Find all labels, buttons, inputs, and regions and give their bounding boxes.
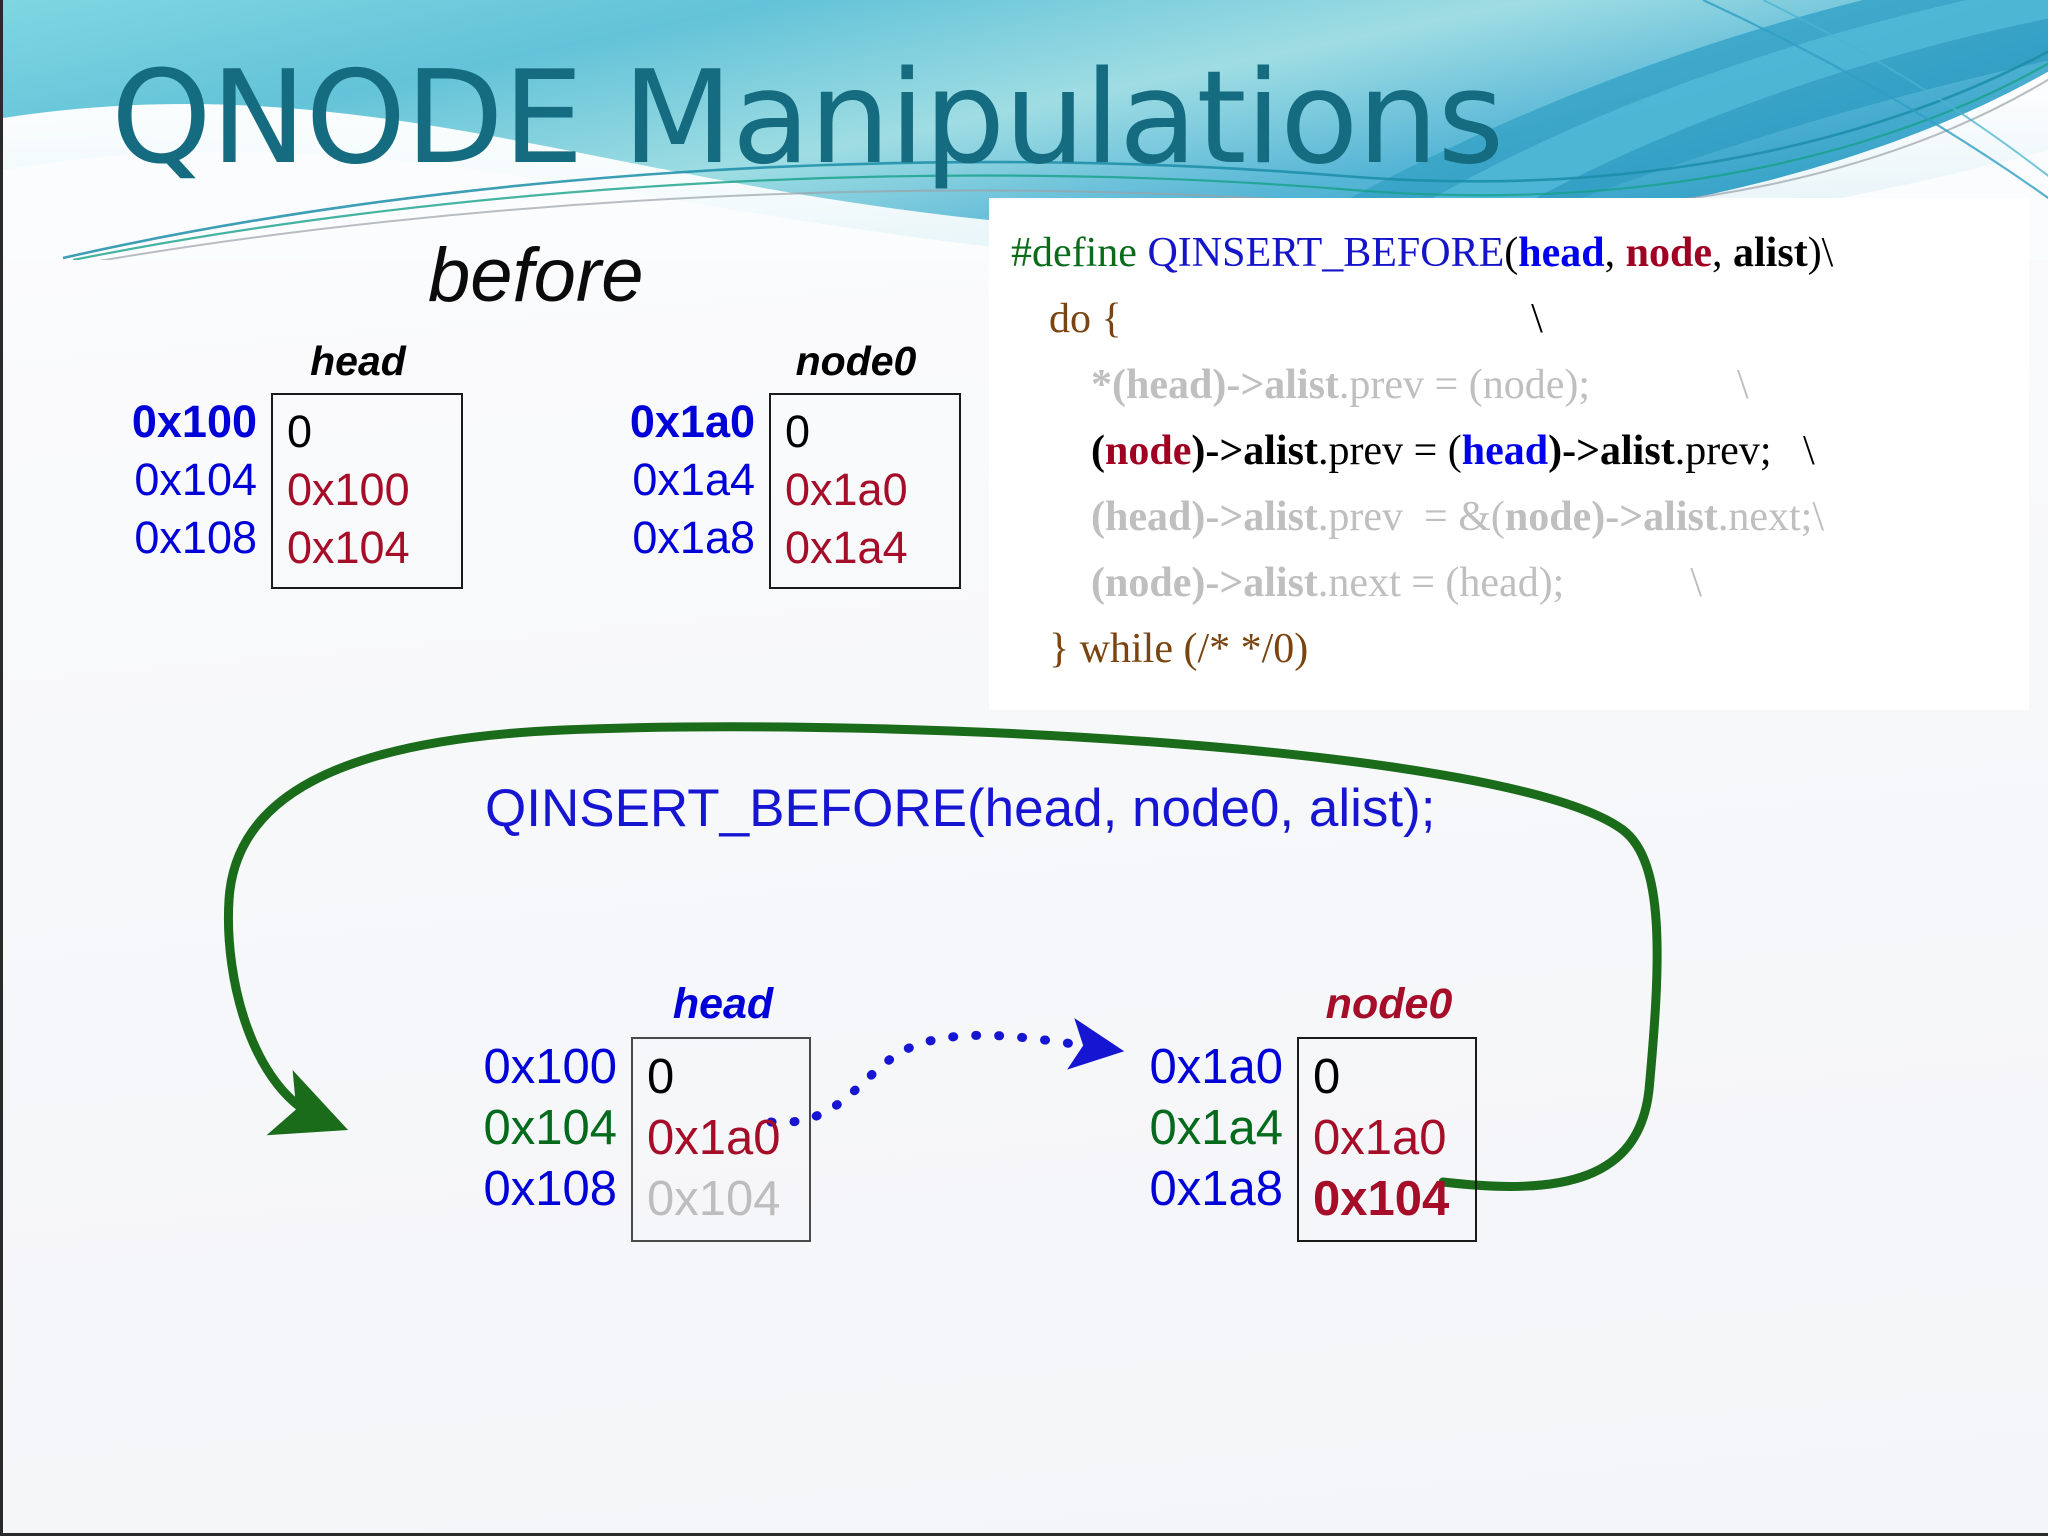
before-head-caption: head <box>310 338 406 384</box>
code-token-punct: )-> <box>1548 428 1601 474</box>
code-line-stmt-4: (node)->alist.next = (head); \ <box>1003 550 2019 616</box>
value-cell: 0x104 <box>287 522 410 573</box>
page-title: QNODE Manipulations <box>111 44 1504 193</box>
value-cell: 0 <box>785 406 811 457</box>
address-cell: 0x100 <box>483 1040 617 1094</box>
after-node0-value-column: 0 0x1a0 0x104 <box>1297 1037 1477 1242</box>
code-token-dim: .prev = &( <box>1317 494 1505 540</box>
code-token-continuation: )\ <box>1807 230 1834 276</box>
code-token-continuation: \ <box>1590 362 1749 408</box>
value-cell: 0x104 <box>1313 1172 1450 1226</box>
code-token-plain: .prev; <box>1674 428 1772 474</box>
before-node0-address-column: 0x1a0 0x1a4 0x1a8 <box>601 393 769 567</box>
code-token-alist-dim: alist <box>1243 560 1318 606</box>
before-head-body: 0x100 0x104 0x108 0 0x100 0x104 <box>103 393 463 589</box>
code-token-punct: ( <box>1504 230 1519 276</box>
code-line-stmt-1: *(head)->alist.prev = (node); \ <box>1003 352 2019 418</box>
before-node0-caption: node0 <box>795 338 917 384</box>
address-cell: 0x1a4 <box>1149 1101 1283 1155</box>
code-token-alist-dim: alist <box>1264 362 1339 408</box>
address-cell: 0x1a8 <box>632 512 755 563</box>
code-token-alist-dim: alist <box>1243 494 1318 540</box>
code-token-continuation: \ <box>1564 560 1703 606</box>
address-cell: 0x104 <box>483 1101 617 1155</box>
after-node0-caption: node0 <box>1325 980 1453 1028</box>
code-token-alist: alist <box>1600 428 1675 474</box>
code-token-macro-name: QINSERT_BEFORE <box>1147 230 1505 276</box>
value-cell: 0 <box>287 406 313 457</box>
value-cell: 0x1a0 <box>785 464 908 515</box>
before-node0-value-column: 0 0x1a0 0x1a4 <box>769 393 961 589</box>
after-head-value-column: 0 0x1a0 0x104 <box>631 1037 811 1242</box>
code-token-dim: *(head)-> <box>1091 362 1265 408</box>
code-token-head: head <box>1461 428 1549 474</box>
blue-dotted-arrow <box>766 1017 1125 1127</box>
address-cell: 0x100 <box>131 396 257 447</box>
code-token-dim: )-> <box>1591 494 1644 540</box>
before-label: before <box>428 233 644 318</box>
macro-definition-code-block: #define QINSERT_BEFORE(head, node, alist… <box>989 198 2029 710</box>
code-token-node: node <box>1105 428 1192 474</box>
value-cell: 0x1a0 <box>647 1111 781 1165</box>
code-token-dim: .prev = (node); <box>1338 362 1591 408</box>
value-cell: 0x104 <box>647 1172 781 1226</box>
value-cell: 0x100 <box>287 464 410 515</box>
code-token-do: do { <box>1049 296 1122 342</box>
code-token-dim: (head)-> <box>1091 494 1244 540</box>
address-cell: 0x1a4 <box>632 454 755 505</box>
code-token-alist: alist <box>1243 428 1318 474</box>
code-line-stmt-3: (head)->alist.prev = &(node)->alist.next… <box>1003 484 2019 550</box>
address-cell: 0x1a8 <box>1149 1162 1283 1216</box>
code-token-node: node <box>1625 230 1713 276</box>
code-token-while: } while (/* */0) <box>1049 626 1309 672</box>
address-cell: 0x104 <box>134 454 257 505</box>
after-head-caption: head <box>672 980 774 1028</box>
code-line-while: } while (/* */0) <box>1003 616 2019 682</box>
value-cell: 0x1a4 <box>785 522 908 573</box>
after-head-address-column: 0x100 0x104 0x108 <box>455 1037 631 1220</box>
code-token-alist-dim: alist <box>1643 494 1718 540</box>
value-cell: 0 <box>647 1050 675 1104</box>
address-cell: 0x108 <box>483 1162 617 1216</box>
code-token-alist: alist <box>1733 230 1808 276</box>
code-token-node-dim: node <box>1504 494 1592 540</box>
code-token-continuation: \ <box>1771 428 1815 474</box>
code-token-continuation: \ <box>1121 296 1543 342</box>
code-line-do: do { \ <box>1003 286 2019 352</box>
after-head-node: head 0x100 0x104 0x108 0 0x1a0 0x104 <box>455 980 811 1242</box>
after-node0-node: node0 0x1a0 0x1a4 0x1a8 0 0x1a0 0x104 <box>1121 980 1477 1242</box>
before-node0-node: node0 0x1a0 0x1a4 0x1a8 0 0x1a0 0x1a4 <box>601 338 961 589</box>
value-cell: 0x1a0 <box>1313 1111 1447 1165</box>
code-token-dim: .next;\ <box>1717 494 1824 540</box>
after-head-body: 0x100 0x104 0x108 0 0x1a0 0x104 <box>455 1037 811 1242</box>
code-token-define: #define <box>1011 230 1148 276</box>
code-line-define: #define QINSERT_BEFORE(head, node, alist… <box>1003 220 2019 286</box>
address-cell: 0x108 <box>134 512 257 563</box>
code-token-punct: )-> <box>1191 428 1244 474</box>
code-token-punct: , <box>1712 230 1734 276</box>
address-cell: 0x1a0 <box>629 396 755 447</box>
value-cell: 0 <box>1313 1050 1341 1104</box>
code-line-stmt-2-active: (node)->alist.prev = (head)->alist.prev;… <box>1003 418 2019 484</box>
after-node0-body: 0x1a0 0x1a4 0x1a8 0 0x1a0 0x104 <box>1121 1037 1477 1242</box>
address-cell: 0x1a0 <box>1149 1040 1283 1094</box>
before-head-node: head 0x100 0x104 0x108 0 0x100 0x104 <box>103 338 463 589</box>
code-token-dim: (node)-> <box>1091 560 1244 606</box>
code-token-punct: ( <box>1091 428 1105 474</box>
code-token-dim: .next = (head); <box>1317 560 1565 606</box>
code-token-head: head <box>1518 230 1605 276</box>
before-head-value-column: 0 0x100 0x104 <box>271 393 463 589</box>
before-head-address-column: 0x100 0x104 0x108 <box>103 393 271 567</box>
macro-invocation-text: QINSERT_BEFORE(head, node0, alist); <box>485 779 1436 838</box>
code-token-punct: , <box>1604 230 1626 276</box>
after-node0-address-column: 0x1a0 0x1a4 0x1a8 <box>1121 1037 1297 1220</box>
before-node0-body: 0x1a0 0x1a4 0x1a8 0 0x1a0 0x1a4 <box>601 393 961 589</box>
code-token-plain: .prev = ( <box>1317 428 1462 474</box>
